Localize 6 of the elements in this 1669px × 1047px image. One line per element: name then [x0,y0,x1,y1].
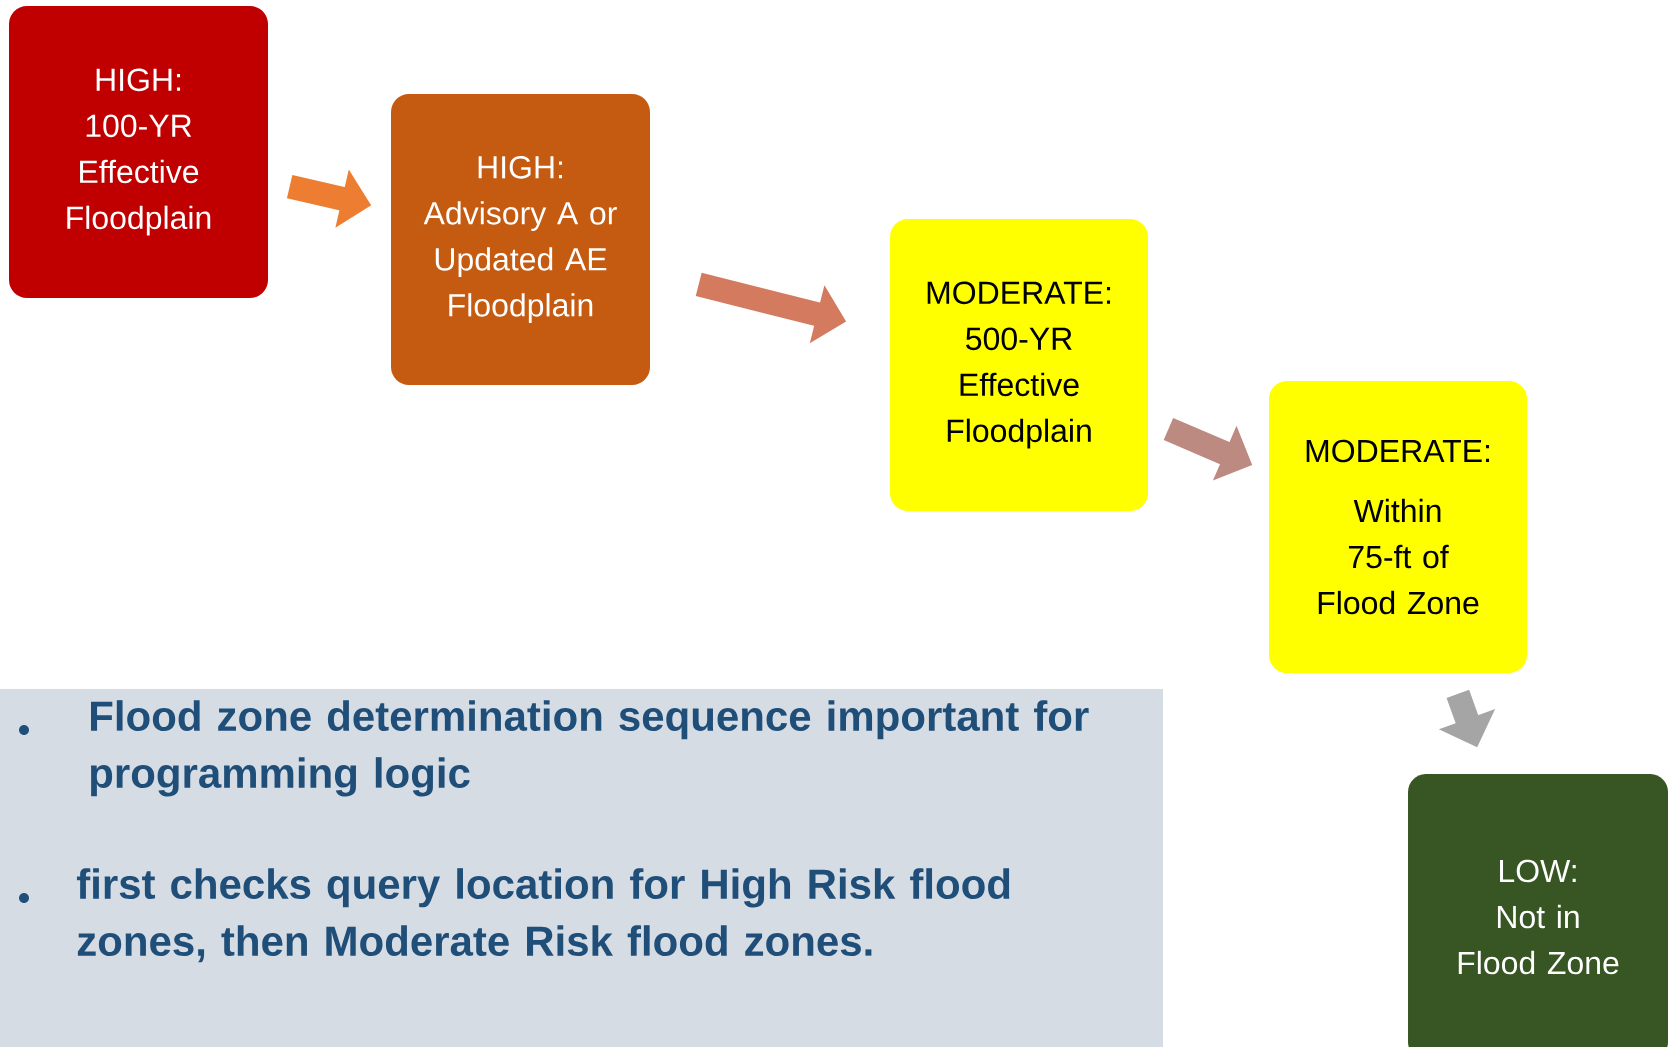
process-box: HIGH: Advisory A or Updated AE Floodplain [391,94,650,385]
text-panel: Flood zone determination sequence important for programming logic first checks query location for High Risk flood zones, then Moderate Risk flood zones. [0,689,1163,1047]
process-box: LOW: Not in Flood Zone [1408,774,1668,1047]
process-box: MODERATE: Within 75-ft of Flood Zone [1269,381,1527,673]
process-box: HIGH: 100-YR Effective Floodplain [9,6,268,298]
process-box: MODERATE: 500-YR Effective Floodplain [890,219,1148,511]
